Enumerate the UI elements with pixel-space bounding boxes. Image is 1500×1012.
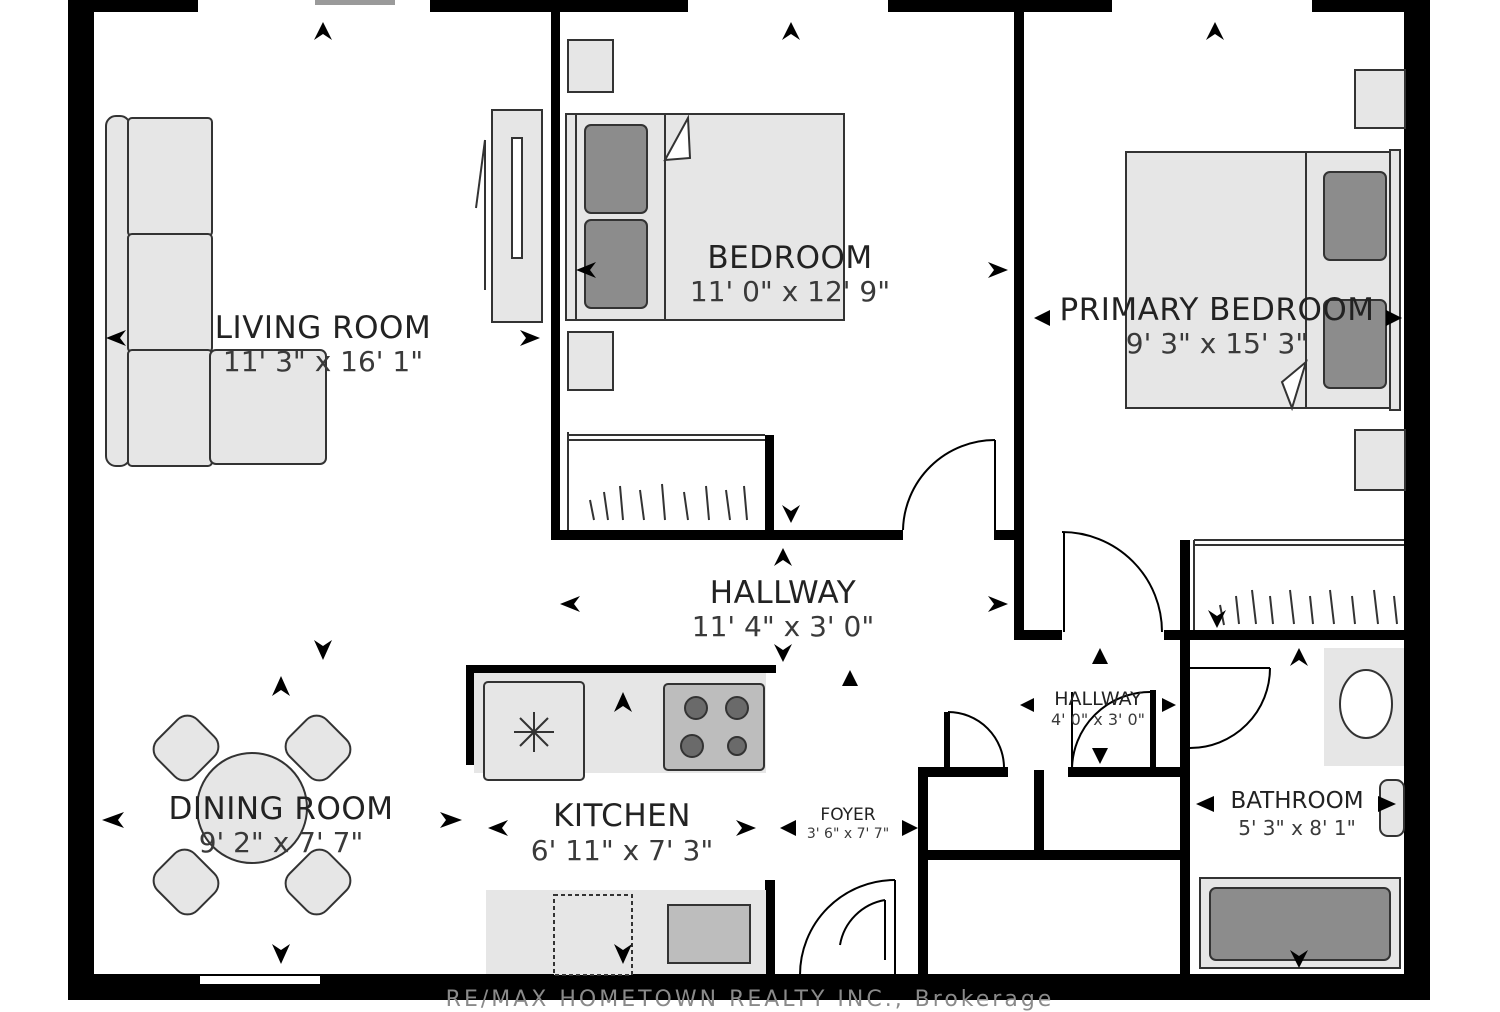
nightstands: [567, 39, 1406, 491]
primary-bedroom-dimensions: 9' 3" x 15' 3": [1125, 327, 1309, 360]
interior-walls: [466, 10, 1404, 980]
bedroom-name: BEDROOM: [707, 240, 873, 276]
snowflake-icon: [514, 712, 554, 752]
dining-table: [152, 714, 352, 916]
door-swings: [799, 439, 1271, 976]
primary-bed: [1125, 149, 1401, 412]
foyer-dimensions: 3' 6" x 7' 7": [806, 826, 890, 842]
kitchen-dimensions: 6' 11" x 7' 3": [530, 834, 714, 867]
bedroom-closet: [567, 432, 765, 530]
bathroom-dimensions: 5' 3" x 8' 1": [1238, 816, 1356, 840]
small-hallway-dimensions: 4' 0" x 3' 0": [1050, 710, 1146, 729]
living-room-name: LIVING ROOM: [214, 310, 432, 346]
bathroom-fixtures: [1199, 648, 1405, 969]
living-room-dimensions: 11' 3" x 16' 1": [222, 345, 424, 378]
dining-room-dimensions: 9' 2" x 7' 7": [198, 826, 364, 859]
bedroom-bed: [565, 113, 845, 321]
tv-console: [475, 109, 543, 323]
sofa: [105, 115, 327, 467]
small-hallway-name: HALLWAY: [1054, 688, 1142, 710]
bathroom-name: BATHROOM: [1230, 788, 1364, 814]
primary-closet: [1193, 539, 1404, 630]
measurement-arrows: [102, 22, 1402, 968]
kitchen-counters: [474, 673, 766, 976]
primary-bedroom-name: PRIMARY BEDROOM: [1059, 292, 1375, 328]
kitchen-name: KITCHEN: [553, 798, 691, 834]
dining-room-name: DINING ROOM: [168, 791, 394, 827]
bedroom-dimensions: 11' 0" x 12' 9": [689, 275, 891, 308]
hallway-name: HALLWAY: [709, 575, 857, 611]
foyer-name: FOYER: [820, 805, 876, 825]
windows: [198, 0, 1312, 984]
hallway-dimensions: 11' 4" x 3' 0": [691, 610, 875, 643]
